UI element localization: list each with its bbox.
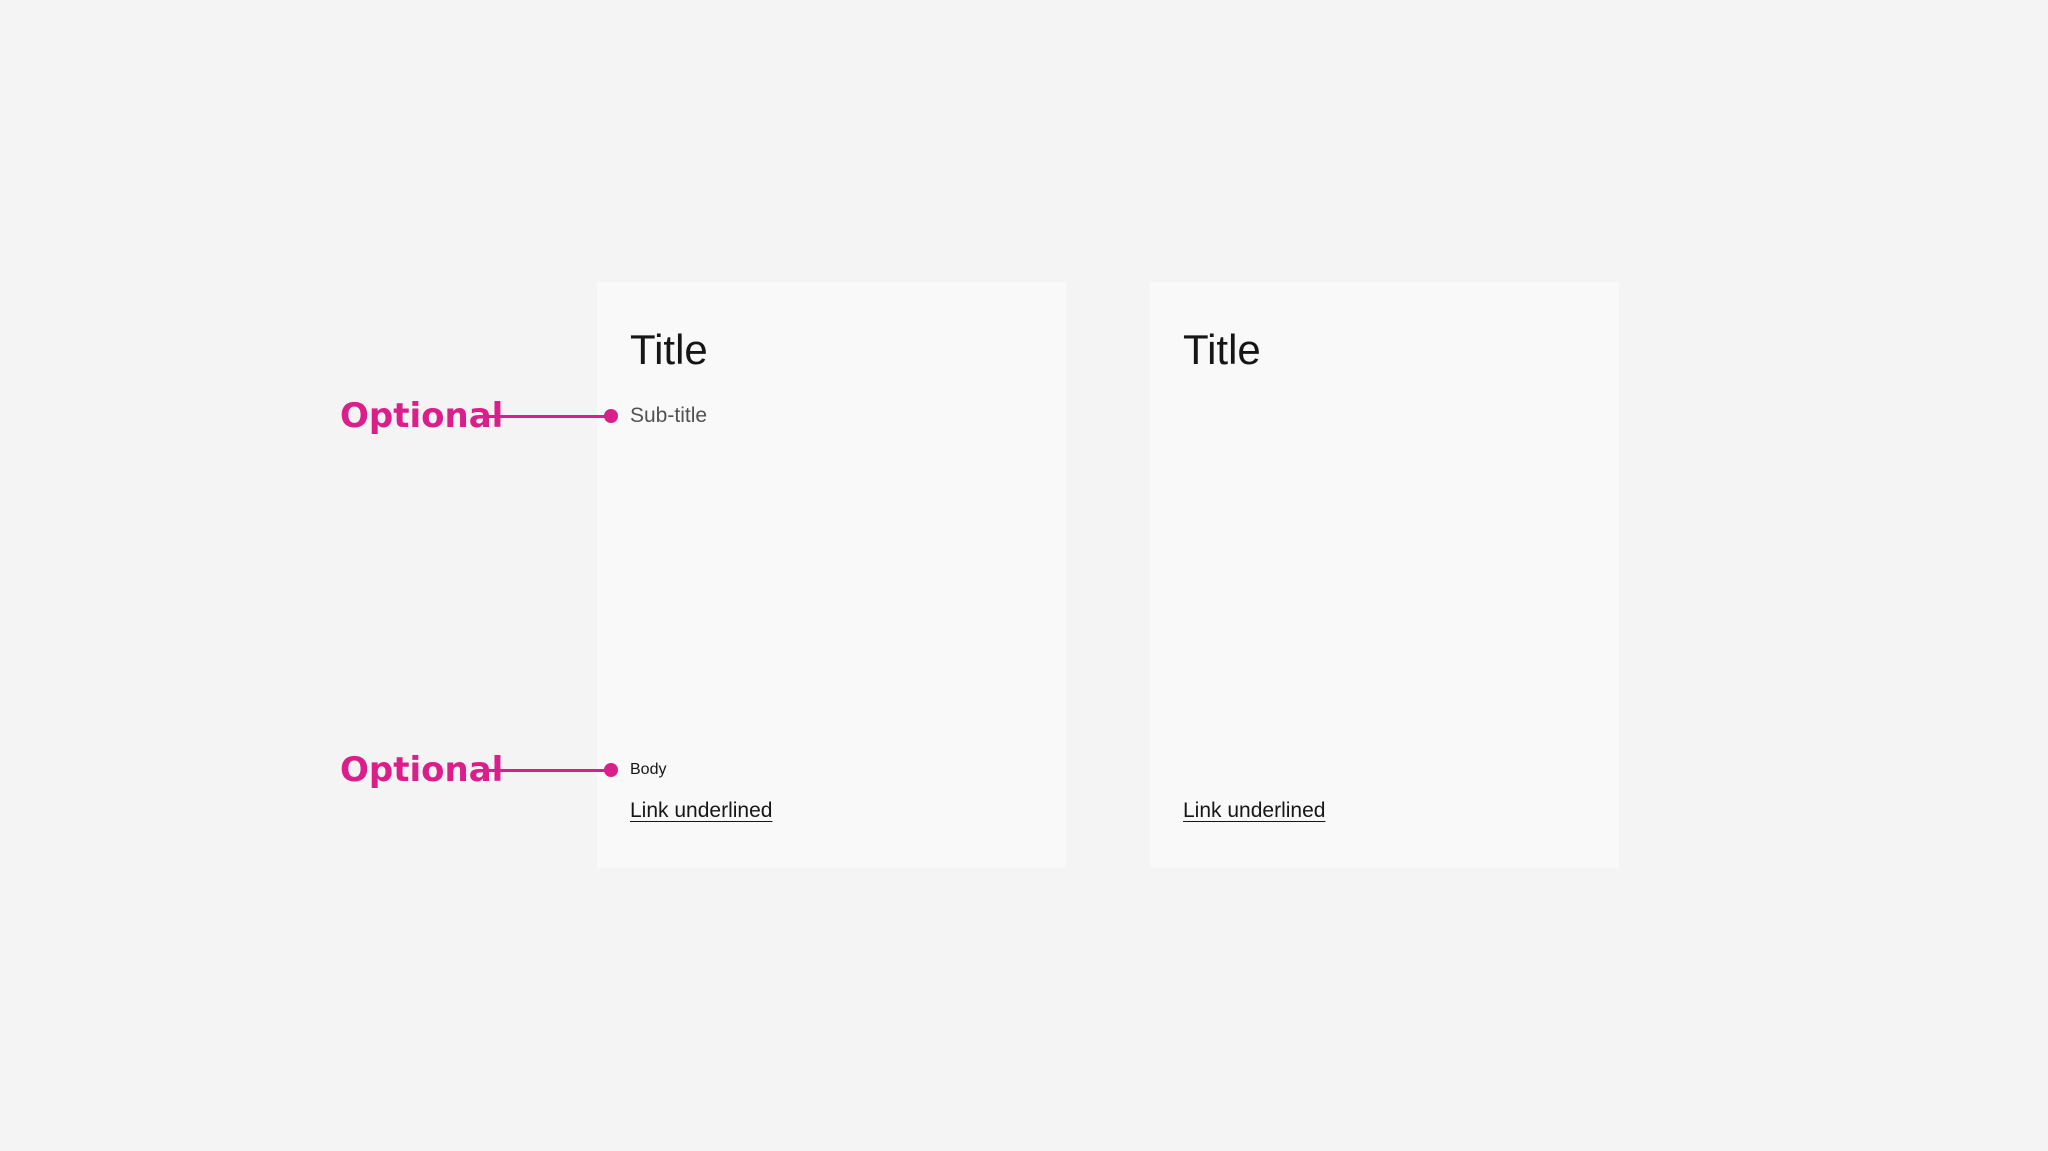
annotation-dot-marker — [604, 409, 618, 423]
card-title: Title — [1183, 326, 1261, 373]
card-with-optional-elements: Title Sub-title Body Link underlined — [597, 282, 1066, 868]
annotation-dot-marker — [604, 763, 618, 777]
body-optional-annotation: Optional — [340, 748, 620, 792]
card-link[interactable]: Link underlined — [630, 799, 773, 822]
card-title: Title — [630, 326, 708, 373]
annotation-label: Optional — [340, 396, 504, 436]
card-link[interactable]: Link underlined — [1183, 799, 1326, 822]
annotation-connector-line — [488, 415, 608, 418]
card-subtitle: Sub-title — [630, 404, 708, 427]
annotation-connector-line — [488, 769, 608, 772]
card-minimal: Title Link underlined — [1150, 282, 1619, 868]
card-body: Body — [630, 761, 667, 778]
subtitle-optional-annotation: Optional — [340, 394, 620, 438]
annotation-label: Optional — [340, 750, 504, 790]
